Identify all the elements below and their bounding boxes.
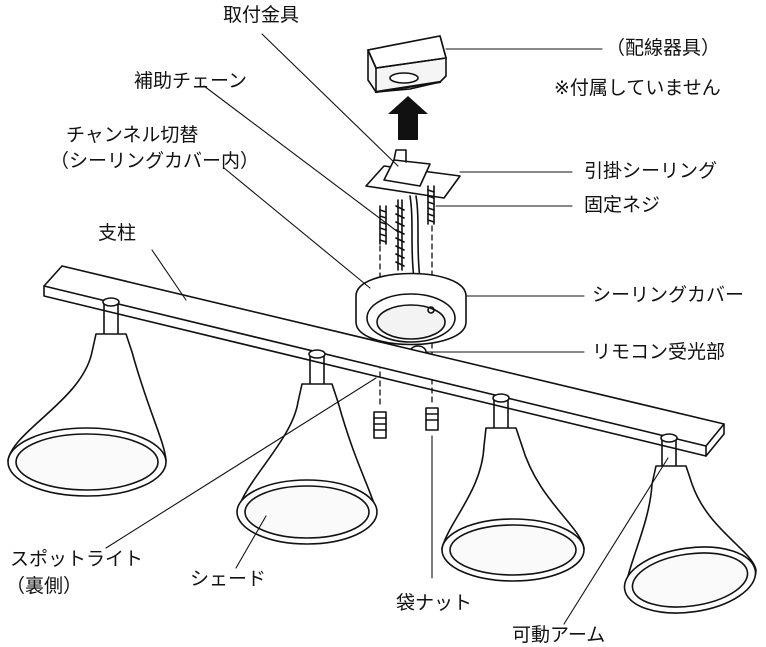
spotlight-2: [236, 383, 378, 545]
label-remote-receiver: リモコン受光部: [592, 341, 726, 363]
label-cap-nut: 袋ナット: [396, 592, 473, 614]
movable-arms: [102, 297, 678, 467]
leader-lines: [105, 33, 669, 625]
label-not-included: ※付属していません: [554, 77, 721, 99]
up-arrow-icon: [388, 96, 428, 140]
label-hook-ceiling: 引掛シーリング: [584, 160, 718, 182]
fixing-screws: [379, 185, 435, 245]
label-wiring-fixture: （配線器具）: [606, 37, 721, 59]
label-spotlight: スポットライト: [10, 548, 144, 570]
label-spotlight-back: （裏側）: [6, 575, 83, 597]
label-fixing-screw: 固定ネジ: [584, 194, 661, 216]
hook-ceiling-plate: [365, 149, 461, 199]
aux-chain: [395, 195, 421, 279]
label-channel-switch: チャンネル切替: [66, 124, 199, 146]
label-ceiling-cover: シーリングカバー: [592, 284, 745, 306]
label-aux-chain: 補助チェーン: [134, 70, 248, 92]
label-shade: シェード: [190, 568, 267, 590]
spotlight-1: [7, 333, 167, 497]
label-channel-switch-location: （シーリングカバー内）: [50, 150, 260, 172]
pillar-bar: [43, 265, 725, 457]
ceiling-cover: [355, 272, 467, 346]
label-pillar: 支柱: [98, 222, 137, 244]
label-movable-arm: 可動アーム: [512, 624, 606, 646]
spotlight-3: [441, 427, 585, 582]
label-mounting-bracket: 取付金具: [223, 4, 300, 26]
spotlight-4: [623, 465, 757, 614]
cap-nuts: [373, 407, 439, 439]
wiring-fixture-block: [367, 35, 447, 94]
